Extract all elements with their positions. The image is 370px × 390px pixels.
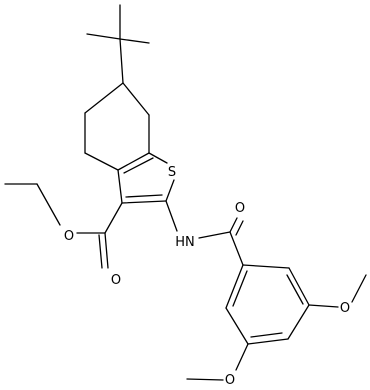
bond: [232, 270, 248, 307]
bond: [225, 307, 249, 345]
bond: [104, 202, 123, 234]
bond: [288, 267, 310, 306]
bond: [122, 82, 150, 116]
bond: [119, 38, 124, 84]
bond: [286, 274, 304, 305]
bond: [308, 304, 339, 308]
bond: [117, 152, 150, 171]
bond: [229, 217, 238, 233]
bond: [242, 264, 290, 269]
amide-carbonyl-oxygen-label: O: [235, 201, 245, 216]
ester-ether-oxygen-label: O: [64, 229, 74, 244]
bond: [229, 231, 244, 266]
ester-carbonyl-oxygen-label: O: [111, 273, 121, 288]
bond: [125, 194, 163, 198]
bond: [121, 200, 167, 204]
bond: [235, 343, 249, 371]
amide-nitrogen-label: HN: [175, 235, 195, 250]
methoxy-oxygen-right-label: O: [340, 301, 350, 316]
bond: [98, 234, 103, 269]
bond: [186, 378, 224, 381]
tert-butyl-group: [86, 4, 150, 84]
bond: [117, 169, 123, 204]
bond: [148, 152, 168, 164]
methoxy-group-right: [308, 274, 367, 308]
bond: [86, 33, 121, 40]
cyclohexene-ring: [84, 82, 150, 171]
sulfur-atom-label: S: [168, 165, 176, 180]
bond: [351, 274, 367, 303]
bond: [165, 200, 178, 232]
bond: [84, 152, 119, 171]
methoxy-group-bottom: [186, 343, 249, 381]
methoxy-oxygen-bottom-label: O: [225, 373, 235, 388]
ethyl-ester-group: [4, 183, 123, 269]
bond: [198, 231, 231, 239]
bond: [235, 220, 244, 236]
bond: [165, 179, 175, 202]
bond: [250, 332, 283, 338]
bond: [36, 183, 61, 226]
bond: [225, 264, 244, 309]
bond: [84, 82, 124, 114]
bond: [247, 338, 289, 345]
bond: [104, 232, 109, 269]
bond: [119, 38, 150, 44]
bond: [287, 304, 310, 340]
thiophene-ring: [117, 152, 175, 204]
amide-linkage: [165, 200, 244, 266]
dimethoxyphenyl-ring: [225, 264, 310, 345]
bond: [123, 157, 154, 174]
